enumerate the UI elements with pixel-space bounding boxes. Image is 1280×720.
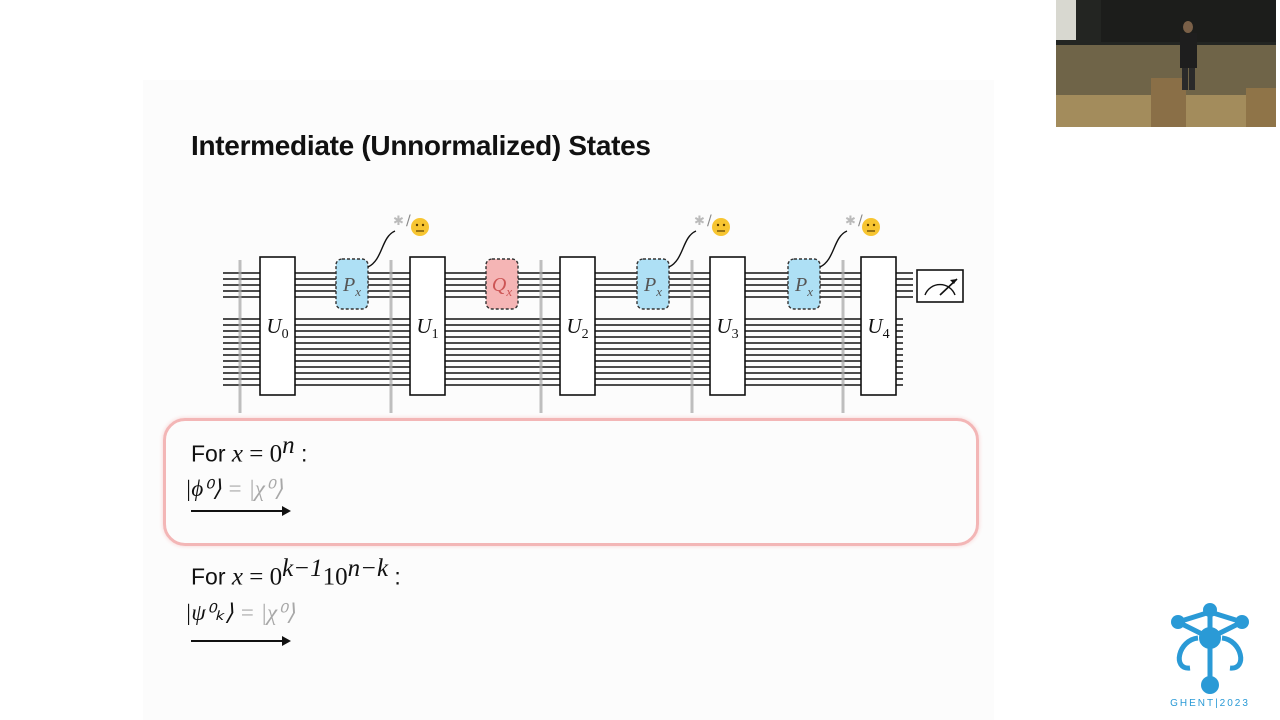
slide-title: Intermediate (Unnormalized) States xyxy=(191,130,651,161)
projector-gate-p3: Px xyxy=(787,258,821,310)
case2-state-equation: |ψ⁰ₖ⟩ = |χ⁰⟩ xyxy=(185,600,295,626)
outcome-emoji-3: ✱ / xyxy=(845,213,880,236)
svg-text:✱: ✱ xyxy=(694,214,705,229)
unitary-u2: U2 xyxy=(559,256,596,396)
unitary-u3: U3 xyxy=(709,256,746,396)
case2-label: For x = 0k−110n−k : xyxy=(191,555,401,591)
outcome-connectors xyxy=(367,230,848,268)
case1-state-equation: |ϕ⁰⟩ = |χ⁰⟩ xyxy=(185,476,283,502)
svg-text:/: / xyxy=(858,213,863,229)
highlight-box xyxy=(163,418,979,546)
chi-state: = |χ⁰⟩ xyxy=(239,600,296,625)
webcam-scene xyxy=(1056,0,1276,127)
case1-label: For x = 0n : xyxy=(191,432,308,468)
unitary-u0: U0 xyxy=(259,256,296,396)
svg-text:/: / xyxy=(707,213,712,229)
case2-arrow xyxy=(191,636,291,646)
projector-gate-q: Qx xyxy=(485,258,519,310)
svg-text:/: / xyxy=(406,213,411,229)
psi-state: |ψ⁰ₖ⟩ xyxy=(185,600,234,625)
outcome-emoji-2: ✱ / xyxy=(694,213,730,236)
svg-text:✱: ✱ xyxy=(845,214,856,229)
measurement-meter-icon xyxy=(916,269,964,303)
time-slice-markers xyxy=(238,260,845,413)
quantum-circuit-diagram: U0 U1 U2 U3 U4 Px Qx Px xyxy=(223,213,964,413)
projector-gate-p1: Px xyxy=(335,258,369,310)
chi-state: = |χ⁰⟩ xyxy=(227,476,284,501)
webcam-video-thumbnail xyxy=(1056,0,1276,127)
case1-arrow xyxy=(191,506,291,516)
outcome-emoji-1: ✱ / xyxy=(393,213,429,236)
logo-caption: GHENT|2023 xyxy=(1170,698,1250,709)
unitary-u1: U1 xyxy=(409,256,446,396)
phi-state: |ϕ⁰⟩ xyxy=(185,476,222,501)
unitary-u4: U4 xyxy=(860,256,897,396)
svg-text:✱: ✱ xyxy=(393,214,404,229)
projector-gate-p2: Px xyxy=(636,258,670,310)
conference-logo xyxy=(1171,603,1249,694)
slide: Intermediate (Unnormalized) States xyxy=(143,80,994,720)
